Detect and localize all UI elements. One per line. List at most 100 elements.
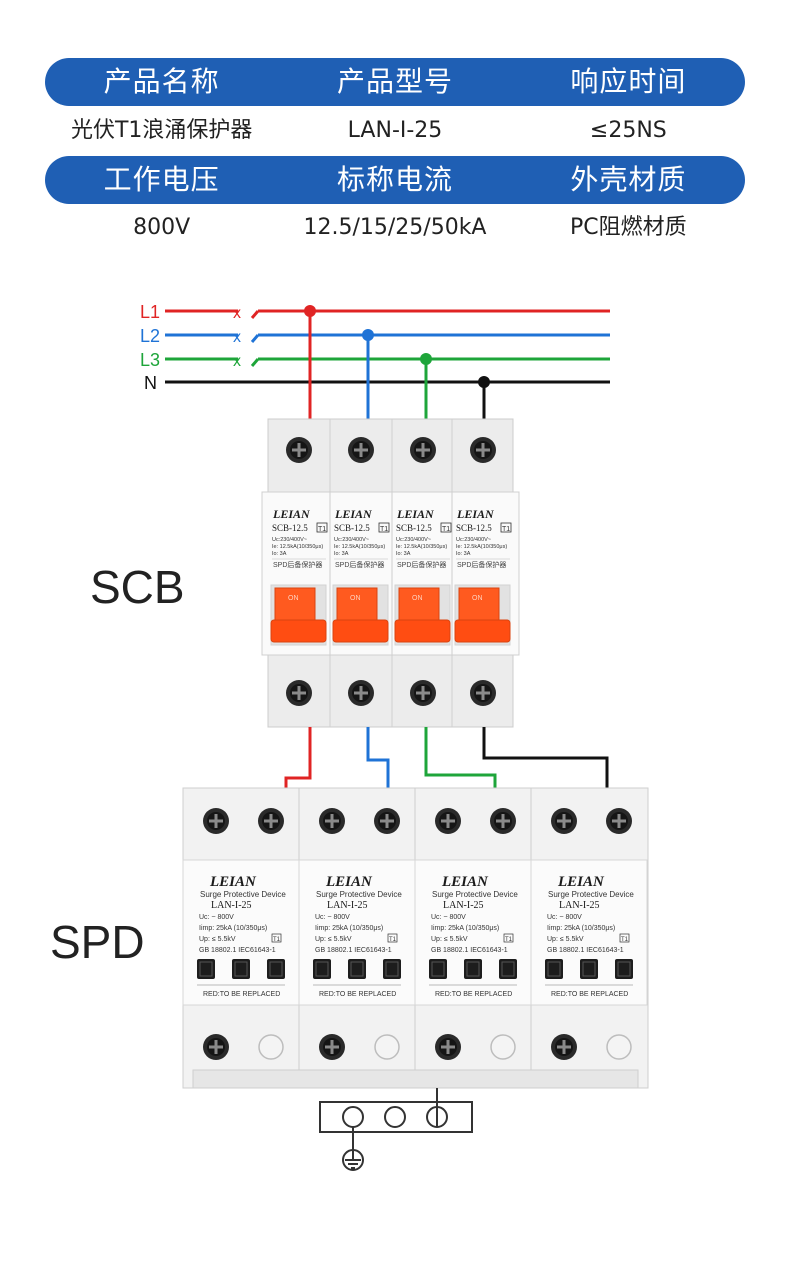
scb-spec-ie: Ie: 12.5kA(10/350μs) bbox=[334, 544, 385, 550]
scb-bottom-screw-icon bbox=[408, 678, 438, 708]
handle-on-text: ON bbox=[412, 595, 423, 602]
spd-bottom-screw-icon bbox=[201, 1032, 231, 1062]
header-product-model: 产品型号 bbox=[336, 65, 453, 98]
spd-indicator-window bbox=[348, 959, 366, 979]
scb-spec-io: Io: 3A bbox=[396, 551, 411, 557]
handle-upper bbox=[274, 587, 316, 621]
spd-indicator-inner bbox=[431, 961, 445, 977]
ground-icon bbox=[342, 1149, 364, 1171]
spd-indicator-window bbox=[545, 959, 563, 979]
spd-model: LAN-I-25 bbox=[211, 900, 252, 911]
spd-brand: LEIAN bbox=[209, 874, 257, 890]
spd-type-text: T1 bbox=[389, 937, 397, 943]
spd-label-panel bbox=[298, 859, 416, 1006]
spd-standard: GB 18802.1 IEC61643-1 bbox=[199, 947, 276, 954]
scb-type-badge bbox=[316, 522, 328, 533]
spd-indicator-inner bbox=[269, 961, 283, 977]
scb-footer-text: SPD后备保护器 bbox=[273, 560, 322, 569]
scb-top-screw-icon bbox=[346, 435, 376, 465]
scb-footer-text: SPD后备保护器 bbox=[457, 560, 506, 569]
earth-terminal-block bbox=[319, 1088, 473, 1171]
line-l2: x bbox=[165, 329, 610, 346]
tap-l3 bbox=[420, 353, 432, 420]
spd-brand: LEIAN bbox=[441, 874, 489, 890]
spd-indicator-inner bbox=[315, 961, 329, 977]
spd-spec-iimp: Iimp: 25kA (10/350μs) bbox=[547, 925, 615, 932]
breaker-mark-l3: x bbox=[233, 353, 241, 370]
scb-model: SCB-12.5 bbox=[272, 523, 308, 533]
spd-bottom-screw-icon bbox=[433, 1032, 463, 1062]
spd-type-text: T1 bbox=[621, 937, 629, 943]
breaker-mark-l1: x bbox=[233, 305, 241, 322]
spd-type-text: T1 bbox=[273, 937, 281, 943]
scb-brand: LEIAN bbox=[456, 507, 495, 521]
spd-spec-iimp: Iimp: 25kA (10/350μs) bbox=[199, 925, 267, 932]
spd-model: LAN-I-25 bbox=[559, 900, 600, 911]
scb-brand: LEIAN bbox=[396, 507, 435, 521]
scb-top-screw-icon bbox=[408, 435, 438, 465]
spd-empty-terminal-icon bbox=[606, 1034, 632, 1060]
scb-handle: ON bbox=[454, 587, 511, 643]
spd-standard: GB 18802.1 IEC61643-1 bbox=[547, 947, 624, 954]
spd-brand: LEIAN bbox=[325, 874, 373, 890]
spd-spec-up: Up: ≤ 5.5kV bbox=[315, 936, 352, 943]
scb-type-text: T1 bbox=[502, 526, 510, 533]
spd-spec-up: Up: ≤ 5.5kV bbox=[547, 936, 584, 943]
spd-indicator-inner bbox=[350, 961, 364, 977]
handle-lower bbox=[332, 619, 389, 643]
scb-model: SCB-12.5 bbox=[396, 523, 432, 533]
spd-label-panel bbox=[414, 859, 532, 1006]
spd-spec-uc: Uc: ~ 800V bbox=[547, 914, 582, 921]
scb-spec-ie: Ie: 12.5kA(10/350μs) bbox=[272, 544, 323, 550]
scb-bottom-screw-icon bbox=[346, 678, 376, 708]
spd-top-screw-icon bbox=[488, 806, 518, 836]
value-response-time: ≤25NS bbox=[589, 118, 667, 143]
scb-model: SCB-12.5 bbox=[456, 523, 492, 533]
scb-type-badge bbox=[440, 522, 452, 533]
line-label-l2: L2 bbox=[140, 326, 160, 346]
spd-subtitle: Surge Protective Device bbox=[316, 890, 402, 899]
scb-brand: LEIAN bbox=[334, 507, 373, 521]
spd-top-screw-icon bbox=[201, 806, 231, 836]
scb-handle: ON bbox=[394, 587, 451, 643]
line-l1: x bbox=[165, 305, 610, 322]
breaker-mark-l2: x bbox=[233, 329, 241, 346]
scb-type-badge bbox=[378, 522, 390, 533]
spd-top-screw-icon bbox=[317, 806, 347, 836]
scb-type-text: T1 bbox=[318, 526, 326, 533]
header-response-time: 响应时间 bbox=[570, 65, 687, 98]
scb-spec-io: Io: 3A bbox=[334, 551, 349, 557]
scb-spec-ie: Ie: 12.5kA(10/350μs) bbox=[396, 544, 447, 550]
scb-type-text: T1 bbox=[380, 526, 388, 533]
scb-spec-uc: Uc:230/400V~ bbox=[396, 537, 431, 543]
scb-label: SCB bbox=[90, 561, 185, 613]
scb-spec-uc: Uc:230/400V~ bbox=[334, 537, 369, 543]
scb-brand: LEIAN bbox=[272, 507, 311, 521]
scb-to-spd-wires bbox=[284, 727, 609, 788]
spd-spec-up: Up: ≤ 5.5kV bbox=[431, 936, 468, 943]
spd-indicator-text: RED:TO BE REPLACED bbox=[435, 991, 512, 998]
spd-indicator-text: RED:TO BE REPLACED bbox=[551, 991, 628, 998]
handle-upper bbox=[398, 587, 440, 621]
spd-indicator-window bbox=[464, 959, 482, 979]
scb-top-screw-icon bbox=[284, 435, 314, 465]
value-product-name: 光伏T1浪涌保护器 bbox=[70, 118, 253, 143]
spd-type-badge bbox=[271, 933, 282, 943]
spd-bottom-screw-icon bbox=[549, 1032, 579, 1062]
spd-indicator-inner bbox=[547, 961, 561, 977]
spd-standard: GB 18802.1 IEC61643-1 bbox=[431, 947, 508, 954]
spec-header-row-1: 产品名称 产品型号 响应时间 bbox=[45, 58, 745, 106]
spd-model: LAN-I-25 bbox=[327, 900, 368, 911]
header-housing-material: 外壳材质 bbox=[570, 163, 687, 196]
spd-empty-terminal-icon bbox=[258, 1034, 284, 1060]
spd-spec-iimp: Iimp: 25kA (10/350μs) bbox=[431, 925, 499, 932]
spd-subtitle: Surge Protective Device bbox=[548, 890, 634, 899]
spd-top-screw-icon bbox=[604, 806, 634, 836]
